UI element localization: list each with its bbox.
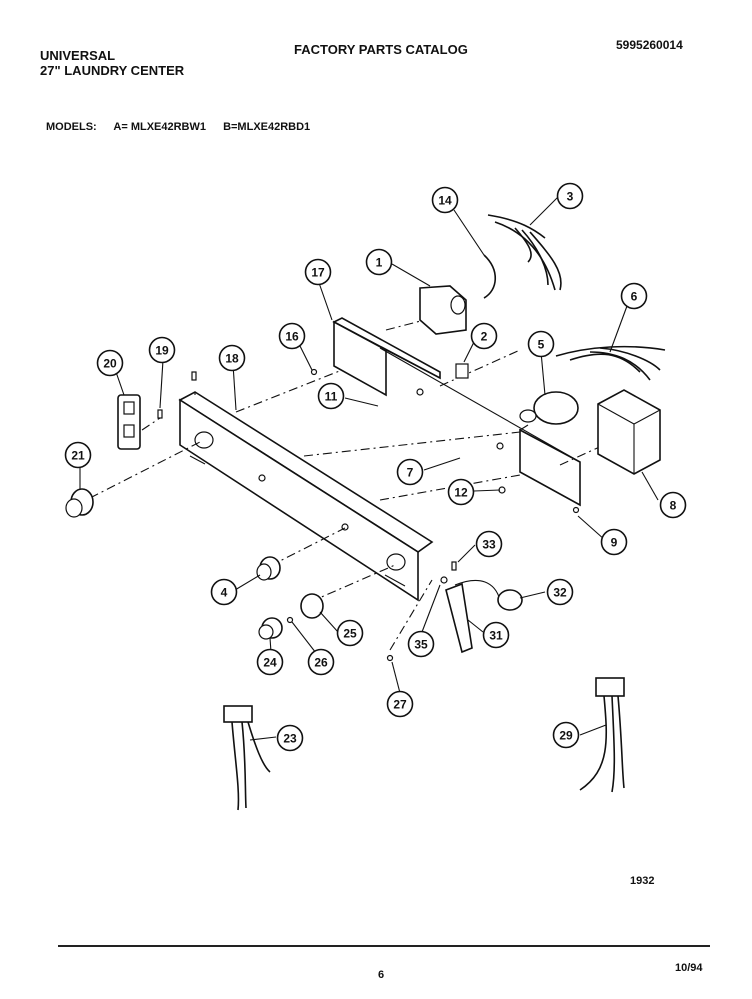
callout-5: 5 xyxy=(527,330,555,358)
callout-19: 19 xyxy=(148,336,176,364)
callout-label: 35 xyxy=(414,638,428,652)
callout-25: 25 xyxy=(336,619,364,647)
callout-1: 1 xyxy=(365,248,393,276)
callout-label: 6 xyxy=(631,290,638,304)
catalog-date: 10/94 xyxy=(675,962,703,974)
callout-label: 18 xyxy=(225,352,239,366)
callout-8: 8 xyxy=(659,491,687,519)
catalog-part-number: 5995260014 xyxy=(616,38,683,52)
footer-rule xyxy=(58,945,710,947)
callout-label: 23 xyxy=(283,732,297,746)
screws xyxy=(157,368,580,662)
washer-25-part xyxy=(300,593,324,619)
callout-31: 31 xyxy=(482,621,510,649)
harness-23 xyxy=(223,705,271,811)
callout-label: 31 xyxy=(489,629,503,643)
models-row: MODELS: A= MLXE42RBW1 B=MLXE42RBD1 xyxy=(46,121,324,133)
callout-18: 18 xyxy=(218,344,246,372)
knob-4-part xyxy=(256,556,281,581)
harness-14 xyxy=(483,254,497,299)
models-label: MODELS: xyxy=(46,121,97,133)
callout-17: 17 xyxy=(304,258,332,286)
callout-35: 35 xyxy=(407,630,435,658)
callout-33: 33 xyxy=(475,530,503,558)
timer-part xyxy=(419,285,467,335)
model-a: A= MLXE42RBW1 xyxy=(113,121,206,133)
callout-label: 5 xyxy=(538,338,545,352)
callout-label: 19 xyxy=(155,344,169,358)
callout-label: 2 xyxy=(481,330,488,344)
mounting-bracket-part xyxy=(332,317,441,397)
callout-20: 20 xyxy=(96,349,124,377)
callout-label: 32 xyxy=(553,586,567,600)
callout-3: 3 xyxy=(556,182,584,210)
callout-label: 4 xyxy=(221,586,228,600)
callout-12: 12 xyxy=(447,478,475,506)
callout-16: 16 xyxy=(278,322,306,350)
leader-lines xyxy=(79,196,659,741)
part-32 xyxy=(497,589,523,611)
callout-6: 6 xyxy=(620,282,648,310)
page-number: 6 xyxy=(378,969,385,981)
knob-21-part xyxy=(65,488,94,518)
callout-label: 17 xyxy=(311,266,325,280)
callout-label: 11 xyxy=(325,390,338,404)
callout-label: 20 xyxy=(103,357,117,371)
callout-21: 21 xyxy=(64,441,92,469)
transformer-8-part xyxy=(597,389,661,475)
callout-11: 11 xyxy=(317,382,345,410)
harness-29 xyxy=(579,677,625,793)
callout-32: 32 xyxy=(546,578,574,606)
callout-labels: 1234567891112141617181920212324252627293… xyxy=(64,182,687,752)
callout-label: 9 xyxy=(611,536,618,550)
callout-label: 26 xyxy=(314,656,328,670)
switch-2-part xyxy=(455,363,469,379)
figure-number: 1932 xyxy=(630,875,655,887)
callout-label: 25 xyxy=(343,627,357,641)
callout-2: 2 xyxy=(470,322,498,350)
callout-label: 33 xyxy=(482,538,496,552)
catalog-title: FACTORY PARTS CATALOG xyxy=(294,42,468,57)
callout-label: 27 xyxy=(393,698,407,712)
callout-7: 7 xyxy=(396,458,424,486)
callout-24: 24 xyxy=(256,648,284,676)
callout-label: 12 xyxy=(454,486,468,500)
callout-label: 7 xyxy=(407,466,414,480)
callout-label: 3 xyxy=(567,190,574,204)
callout-4: 4 xyxy=(210,578,238,606)
callout-label: 29 xyxy=(559,729,573,743)
harness-3 xyxy=(487,214,562,291)
brand-line-2: 27" LAUNDRY CENTER xyxy=(40,63,185,78)
callout-9: 9 xyxy=(600,528,628,556)
harness-6 xyxy=(555,345,666,381)
right-bracket-part xyxy=(519,424,581,507)
callout-26: 26 xyxy=(307,648,335,676)
callout-label: 14 xyxy=(438,194,452,208)
callout-23: 23 xyxy=(276,724,304,752)
catalog-brand: UNIVERSAL 27" LAUNDRY CENTER xyxy=(40,48,184,78)
control-panel-part xyxy=(178,391,434,602)
callout-label: 8 xyxy=(670,499,677,513)
knob-24-part xyxy=(258,617,283,640)
bracket-20-part xyxy=(117,394,141,450)
callout-27: 27 xyxy=(386,690,414,718)
callout-label: 21 xyxy=(71,449,85,463)
callout-label: 1 xyxy=(376,256,383,270)
model-b: B=MLXE42RBD1 xyxy=(223,121,311,133)
callout-29: 29 xyxy=(552,721,580,749)
callout-label: 16 xyxy=(285,330,299,344)
callout-label: 24 xyxy=(263,656,277,670)
motor-5-part xyxy=(519,391,579,425)
callout-14: 14 xyxy=(431,186,459,214)
brand-line-1: UNIVERSAL xyxy=(40,48,116,63)
